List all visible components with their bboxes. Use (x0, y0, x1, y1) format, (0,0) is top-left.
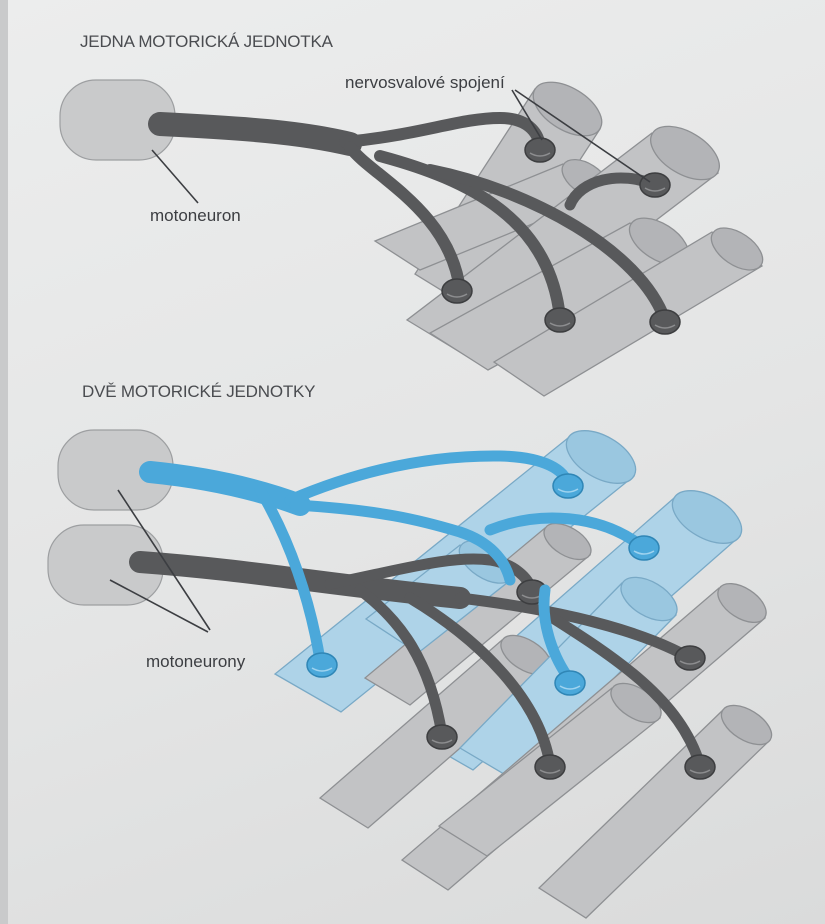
neuromuscular-junction (650, 310, 680, 334)
neuromuscular-junction (427, 725, 457, 749)
heading-one-motor-unit: JEDNA MOTORICKÁ JEDNOTKA (80, 32, 334, 51)
bottom-muscle-fibers (275, 420, 778, 918)
axon-trunk (160, 124, 350, 144)
axon-trunk (150, 472, 300, 505)
neuromuscular-junction (535, 755, 565, 779)
neuromuscular-junction (640, 173, 670, 197)
label-motoneuron: motoneuron (150, 206, 241, 225)
neuromuscular-junction-blue (553, 474, 583, 498)
motoneuron-leader-line (152, 150, 198, 203)
neuromuscular-junction-blue (307, 653, 337, 677)
neuromuscular-junction (442, 279, 472, 303)
neuromuscular-junction (685, 755, 715, 779)
label-neuromuscular-junction: nervosvalové spojení (345, 73, 505, 92)
neuromuscular-junction (545, 308, 575, 332)
neuromuscular-junction (525, 138, 555, 162)
heading-two-motor-units: DVĚ MOTORICKÉ JEDNOTKY (82, 382, 315, 401)
neuromuscular-junction (675, 646, 705, 670)
neuromuscular-junction-blue (629, 536, 659, 560)
neuromuscular-junction-blue (555, 671, 585, 695)
label-motoneurons: motoneurony (146, 652, 246, 671)
